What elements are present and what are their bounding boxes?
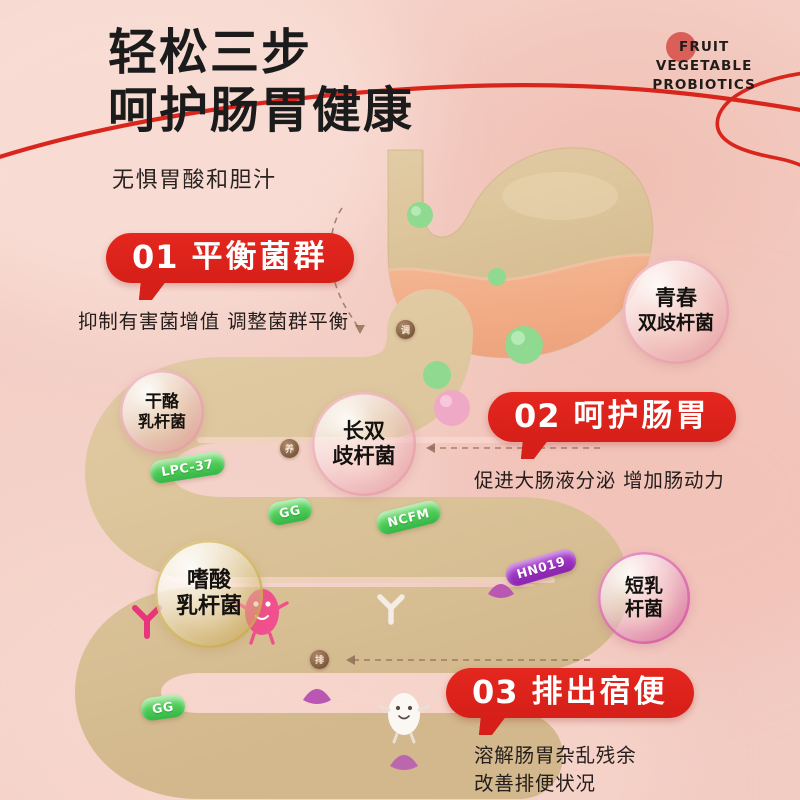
bubble-qingchun-bifidobacterium: 青春 双歧杆菌 [623, 258, 729, 364]
brand-line-3: PROBIOTICS [652, 77, 756, 93]
step-02-pointer-icon [520, 439, 550, 459]
step-02-title: 呵护肠胃 [573, 397, 710, 434]
bubble-ganlao-line-1: 干酪 [145, 392, 179, 412]
bubble-shisuan-line-1: 嗜酸 [186, 568, 231, 593]
bubble-duanru-line-1: 短乳 [624, 575, 663, 597]
step-badge-02[interactable]: 02 呵护肠胃 [488, 392, 736, 459]
brand-line-2: VEGETABLE [655, 58, 753, 74]
step-01-pointer-icon [138, 280, 168, 300]
bubble-ganlao-line-2: 乳杆菌 [137, 412, 186, 431]
bubble-brevis-lactobacillus: 短乳 杆菌 [598, 552, 690, 644]
step-badge-03[interactable]: 03 排出宿便 [446, 668, 694, 735]
bubble-shisuan-line-2: 乳杆菌 [175, 594, 242, 619]
step-03-pointer-icon [478, 715, 508, 735]
bubble-duanru-line-2: 杆菌 [624, 598, 663, 620]
bubble-qingchun-line-2: 双歧杆菌 [637, 312, 714, 334]
step-01-bar: 01 平衡菌群 [106, 233, 354, 300]
flow-marker-tiao: 调 [396, 320, 415, 339]
bubble-changshuang-line-1: 长双 [343, 419, 385, 443]
step-01-title: 平衡菌群 [191, 238, 328, 275]
step-01-description: 抑制有害菌增值 调整菌群平衡 [78, 310, 349, 333]
bubble-changshuang-line-2: 歧杆菌 [332, 444, 396, 468]
step-02-description: 促进大肠液分泌 增加肠动力 [474, 469, 725, 492]
brand-logo: FRUIT VEGETABLE PROBIOTICS [652, 32, 756, 95]
brand-line-1: FRUIT [679, 39, 730, 55]
headline-block: 轻松三步 呵护肠胃健康 [108, 24, 414, 140]
step-03-number: 03 [472, 673, 519, 711]
step-03-description-line-2: 改善排便状况 [474, 772, 596, 795]
bubble-qingchun-line-1: 青春 [655, 286, 697, 310]
headline-line-2: 呵护肠胃健康 [108, 82, 415, 139]
flow-marker-pai: 排 [310, 650, 329, 669]
flow-marker-yang: 养 [280, 439, 299, 458]
step-badge-01[interactable]: 01 平衡菌群 [106, 233, 354, 300]
step-03-title: 排出宿便 [531, 673, 668, 710]
headline-line-1: 轻松三步 [108, 24, 313, 81]
step-02-number: 02 [514, 397, 561, 435]
step-01-number: 01 [132, 238, 179, 276]
bubble-longum-bifidobacterium: 长双 歧杆菌 [312, 392, 416, 496]
step-03-description-line-1: 溶解肠胃杂乱残余 [474, 744, 637, 767]
brand-dot-icon [666, 32, 697, 62]
bubble-acidophilus-lactobacillus: 嗜酸 乳杆菌 [155, 540, 263, 648]
bubble-casei-lactobacillus: 干酪 乳杆菌 [120, 370, 204, 454]
step-02-bar: 02 呵护肠胃 [488, 392, 736, 459]
step-03-bar: 03 排出宿便 [446, 668, 694, 735]
headline-subtitle: 无惧胃酸和胆汁 [112, 168, 277, 193]
